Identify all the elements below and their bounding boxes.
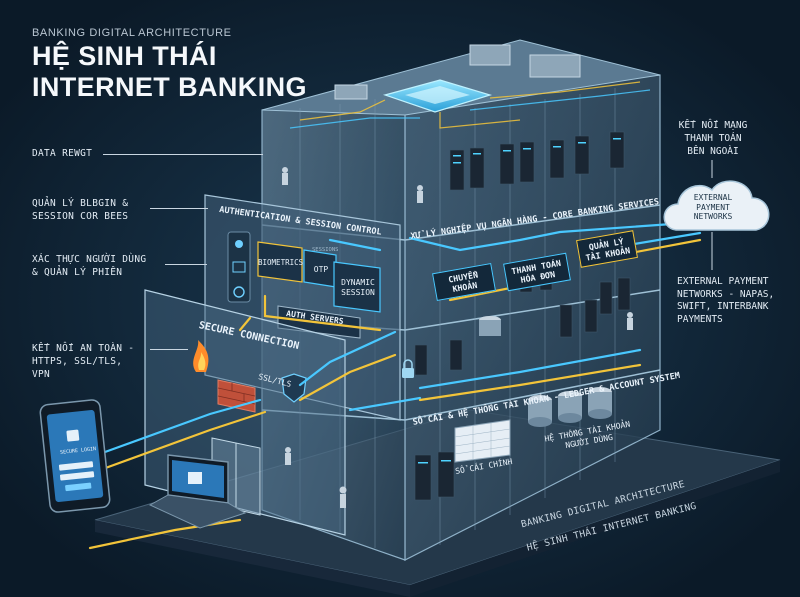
ledger-sheet (454, 419, 511, 463)
label-auth: XÁC THỰC NGƯỜI DÙNG & QUẢN LÝ PHIÊN (32, 254, 147, 278)
biometrics-label: BIOMETRICS (258, 258, 304, 267)
leader-line (150, 349, 188, 350)
circuit-traces (289, 89, 651, 129)
fire-icon (198, 352, 206, 370)
sessions-tag: SESSIONS (312, 247, 339, 253)
biometrics-box (257, 241, 303, 283)
label-secure: KẾT NỐI AN TOÀN - HTTPS, SSL/TLS, VPN (32, 343, 135, 380)
laptop-icon (148, 454, 247, 529)
page-title: HỆ SINH THÁI INTERNET BANKING (32, 41, 307, 102)
dynamic-session-box (333, 261, 381, 313)
dynamic-session-label: DYNAMIC SESSION (341, 278, 375, 297)
rooftop-processor (334, 44, 581, 113)
data-flow-yellow (88, 238, 702, 550)
people-figures (282, 167, 633, 508)
label-data: DATA REWGT (32, 148, 93, 159)
server-lights (418, 138, 621, 464)
shield-icon (281, 373, 307, 403)
leader-line (103, 154, 263, 155)
database-cylinders (479, 316, 612, 427)
label-manage: QUẢN LÝ BLBGIN & SESSION COR BEES (32, 198, 129, 222)
auth-icon-column (227, 231, 251, 303)
circuit-traces (299, 81, 641, 129)
base-platform-side (95, 520, 410, 597)
cloud-label: EXTERNAL PAYMENT NETWORKS (693, 193, 733, 221)
label-external-en: EXTERNAL PAYMENT NETWORKS - NAPAS, SWIFT… (677, 276, 775, 325)
phone-icon (39, 399, 111, 513)
lock-icon (402, 359, 414, 378)
leader-line (150, 208, 208, 209)
auth-layer-panel (204, 194, 401, 421)
otp-label: OTP (313, 265, 329, 274)
base-platform-side (410, 460, 780, 597)
label-external-vn: KẾT NỐI MẠNG THANH TOÁN BÊN NGOÀI (678, 120, 748, 157)
cloud-icon (663, 180, 770, 231)
header-subtitle: BANKING DIGITAL ARCHITECTURE (32, 27, 232, 39)
leader-line (165, 264, 207, 265)
